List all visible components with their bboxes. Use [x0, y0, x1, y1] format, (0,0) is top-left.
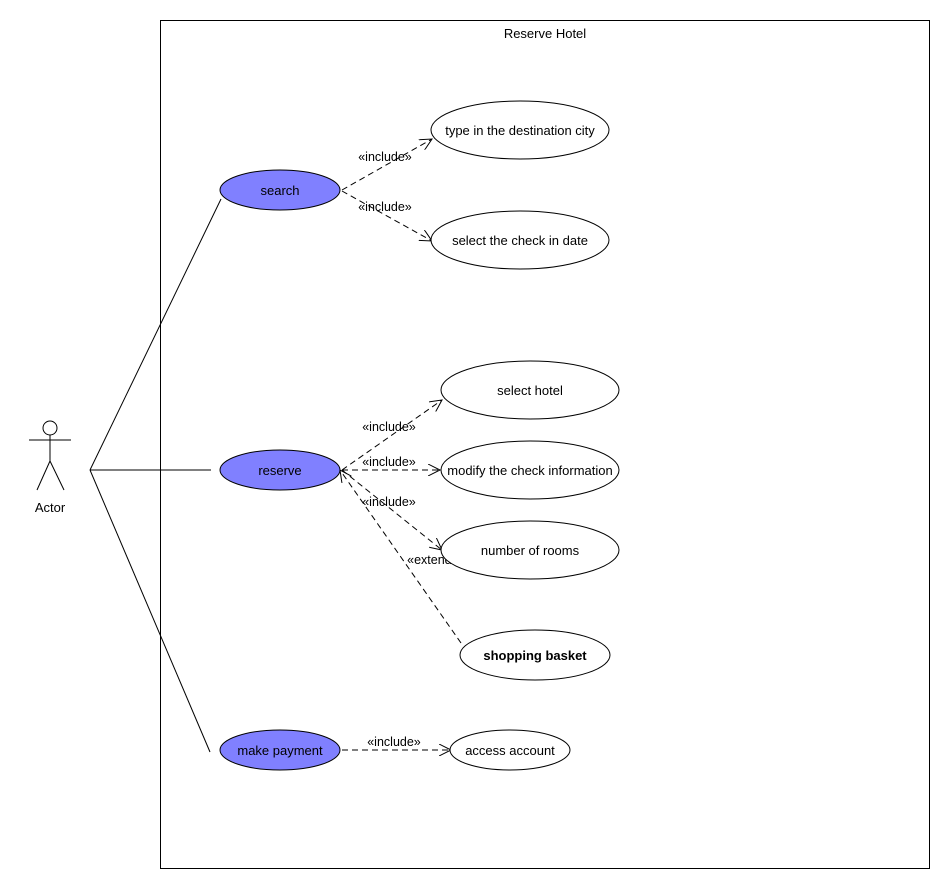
use-case-search-label: search: [260, 183, 299, 198]
use-case-modify-check-label: modify the check information: [447, 463, 612, 478]
use-case-type-destination-label: type in the destination city: [445, 123, 595, 138]
label-include-3: «include»: [362, 420, 416, 434]
use-case-select-checkin[interactable]: select the check in date: [430, 210, 610, 270]
use-case-reserve-label: reserve: [258, 463, 301, 478]
include-search-checkin: [341, 190, 432, 241]
use-case-search[interactable]: search: [219, 169, 341, 211]
use-case-select-checkin-label: select the check in date: [452, 233, 588, 248]
use-case-select-hotel[interactable]: select hotel: [440, 360, 620, 420]
use-case-reserve[interactable]: reserve: [219, 449, 341, 491]
actor-icon: [29, 420, 71, 491]
use-case-make-payment-label: make payment: [237, 743, 323, 758]
label-include-5: «include»: [362, 495, 416, 509]
label-include-4: «include»: [362, 455, 416, 469]
use-case-select-hotel-label: select hotel: [497, 383, 563, 398]
actor-label: Actor: [35, 500, 66, 515]
include-search-destination: [341, 139, 432, 191]
extends-basket-reserve: [340, 470, 462, 644]
label-include-6: «include»: [367, 735, 421, 749]
include-reserve-select-hotel: [341, 400, 442, 471]
label-include-2: «include»: [358, 200, 412, 214]
use-case-modify-check[interactable]: modify the check information: [440, 440, 620, 500]
association-make-payment: [89, 469, 211, 753]
use-case-type-destination[interactable]: type in the destination city: [430, 100, 610, 160]
use-case-access-account[interactable]: access account: [449, 729, 571, 771]
use-case-access-account-label: access account: [465, 743, 555, 758]
label-include-1: «include»: [358, 150, 412, 164]
use-case-shopping-basket[interactable]: shopping basket: [459, 629, 611, 681]
use-case-number-of-rooms-label: number of rooms: [481, 543, 580, 558]
use-case-make-payment[interactable]: make payment: [219, 729, 341, 771]
system-title: Reserve Hotel: [504, 26, 586, 41]
use-case-number-of-rooms[interactable]: number of rooms: [440, 520, 620, 580]
include-reserve-number-rooms: [341, 469, 442, 550]
use-case-shopping-basket-label: shopping basket: [483, 648, 587, 663]
association-search: [89, 198, 222, 471]
